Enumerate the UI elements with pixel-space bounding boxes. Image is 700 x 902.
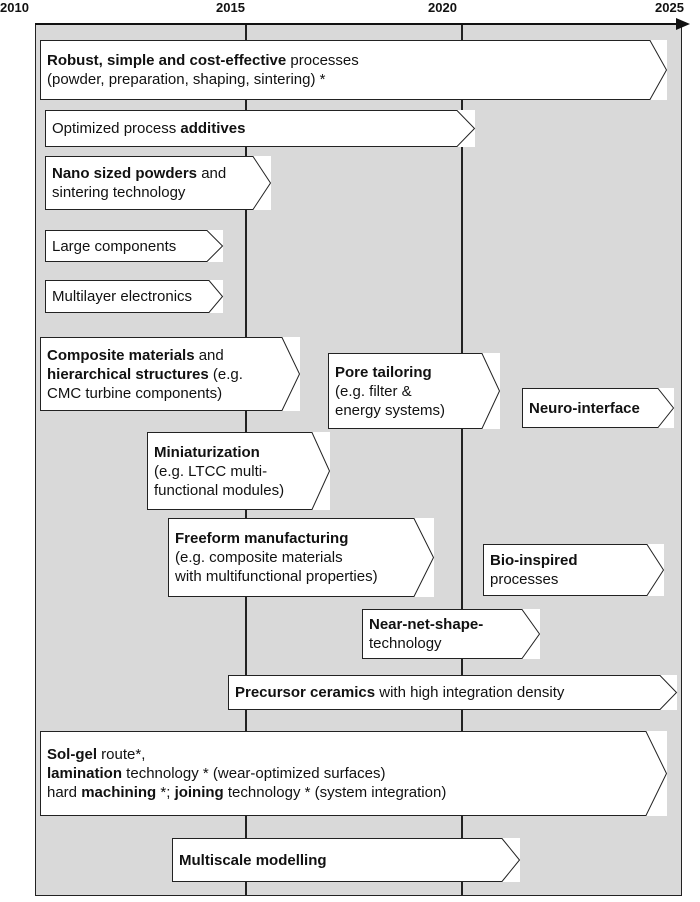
multiscale-title: Multiscale modelling	[179, 851, 327, 869]
freeform-line2: (e.g. composite materials	[175, 549, 343, 566]
neuro-interface-box: Neuro-interface	[522, 388, 675, 428]
multilayer-electronics-text: Multilayer electronics	[52, 288, 193, 305]
miniaturization-box: Miniaturization (e.g. LTCC multi- functi…	[147, 432, 331, 510]
process-additives-box: Optimized process additives	[45, 110, 476, 147]
composite-example: CMC turbine components)	[47, 384, 223, 402]
miniaturization-title: Miniaturization	[154, 443, 260, 461]
robust-title-rest: processes	[286, 52, 359, 69]
lamination-rest: technology * (wear-optimized surfaces)	[122, 765, 386, 782]
machining-mid: *;	[156, 784, 175, 801]
neuro-title: Neuro-interface	[529, 399, 640, 417]
freeform-manufacturing-box: Freeform manufacturing (e.g. composite m…	[168, 518, 435, 597]
timeline-arrow	[35, 18, 690, 30]
additives-text: Optimized process	[52, 120, 181, 137]
nearnet-line2: technology	[369, 635, 442, 652]
robust-title: Robust, simple and cost-effective	[47, 52, 287, 69]
nearnet-title: Near-net-shape-	[369, 616, 484, 633]
additives-bold: additives	[180, 120, 246, 137]
composite-materials-box: Composite materials and hierarchical str…	[40, 337, 301, 411]
pore-tailoring-box: Pore tailoring (e.g. filter & energy sys…	[328, 353, 501, 429]
year-label-2010: 2010	[0, 0, 29, 15]
large-components-box: Large components	[45, 230, 224, 262]
robust-processes-box: Robust, simple and cost-effective proces…	[40, 40, 668, 100]
solgel-title: Sol-gel	[47, 746, 98, 763]
machining-title: machining	[81, 784, 157, 801]
pore-line3: energy systems)	[335, 401, 446, 419]
miniaturization-line3: functional modules)	[154, 481, 285, 499]
lamination-title: lamination	[47, 765, 123, 782]
nano-title-rest: and	[197, 165, 227, 182]
precursor-rest: with high integration density	[375, 684, 565, 701]
near-net-shape-box: Near-net-shape- technology	[362, 609, 541, 659]
precursor-title: Precursor ceramics	[235, 684, 376, 701]
bio-inspired-box: Bio-inspired processes	[483, 544, 665, 596]
bio-line2: processes	[490, 571, 559, 588]
year-label-2015: 2015	[216, 0, 245, 15]
hierarchical-title: hierarchical structures	[47, 365, 209, 383]
pore-title: Pore tailoring	[335, 363, 432, 381]
robust-subtitle: (powder, preparation, shaping, sintering…	[47, 71, 326, 88]
precursor-ceramics-box: Precursor ceramics with high integration…	[228, 675, 678, 710]
year-label-2025: 2025	[655, 0, 684, 15]
bio-title: Bio-inspired	[490, 552, 578, 569]
multiscale-modelling-box: Multiscale modelling	[172, 838, 521, 882]
joining-rest: technology * (system integration)	[223, 784, 447, 801]
miniaturization-line2: (e.g. LTCC multi-	[154, 462, 268, 480]
freeform-title: Freeform manufacturing	[175, 530, 349, 547]
large-components-text: Large components	[52, 237, 177, 255]
pore-line2: (e.g. filter &	[335, 382, 412, 400]
composite-title: Composite materials	[47, 346, 195, 364]
multilayer-electronics-box: Multilayer electronics	[45, 280, 224, 313]
sol-gel-box: Sol-gel route*, lamination technology * …	[40, 731, 668, 816]
year-label-2020: 2020	[428, 0, 457, 15]
nano-powders-box: Nano sized powders and sintering technol…	[45, 156, 272, 210]
machining-pre: hard	[47, 784, 82, 801]
nano-title: Nano sized powders	[52, 165, 198, 182]
gridline-2020	[461, 24, 463, 896]
solgel-rest: route*,	[97, 746, 146, 763]
hierarchical-rest: (e.g.	[208, 365, 243, 383]
composite-title-rest: and	[194, 346, 224, 364]
nano-subtitle: sintering technology	[52, 184, 186, 201]
freeform-line3: with multifunctional properties)	[175, 568, 378, 585]
joining-title: joining	[174, 784, 224, 801]
